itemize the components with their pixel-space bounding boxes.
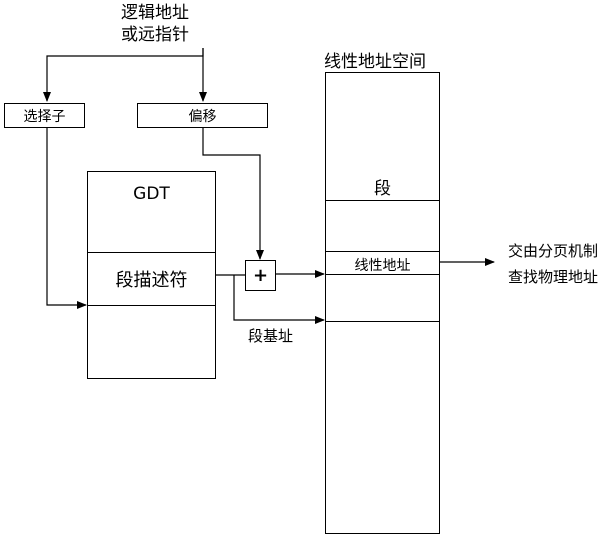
segment-bottom-line (326, 321, 439, 322)
segment-base-label: 段基址 (248, 327, 294, 345)
selector-to-gdt-arrow (46, 128, 87, 309)
gdt-divider-bottom (88, 305, 215, 306)
selector-label: 选择子 (23, 108, 66, 125)
selector-box: 选择子 (4, 103, 85, 128)
offset-to-adder-arrow (202, 128, 264, 260)
gdt-title: GDT (133, 184, 170, 204)
linear-address-label: 线性地址 (354, 258, 411, 274)
gdt-table: GDT 段描述符 (87, 171, 216, 379)
segment-base-arrow (233, 275, 325, 324)
linear-space-title: 线性地址空间 (324, 52, 426, 72)
adder-symbol: + (252, 265, 269, 286)
paging-output-label: 交由分页机制 查找物理地址 (508, 242, 599, 286)
segment-descriptor-label: 段描述符 (115, 270, 188, 291)
segment-label: 段 (374, 179, 391, 199)
adder-box: + (245, 260, 276, 291)
logical-to-selector-arrow (43, 48, 204, 102)
offset-label: 偏移 (188, 108, 217, 125)
linear-address-top-line (326, 251, 439, 252)
gdt-divider-top (88, 252, 215, 253)
linear-address-bottom-line (326, 274, 439, 275)
segment-top-line (326, 200, 439, 201)
linear-address-space: 段 线性地址 (325, 72, 440, 534)
offset-box: 偏移 (137, 103, 268, 128)
logical-address-label: 逻辑地址 或远指针 (121, 3, 189, 45)
